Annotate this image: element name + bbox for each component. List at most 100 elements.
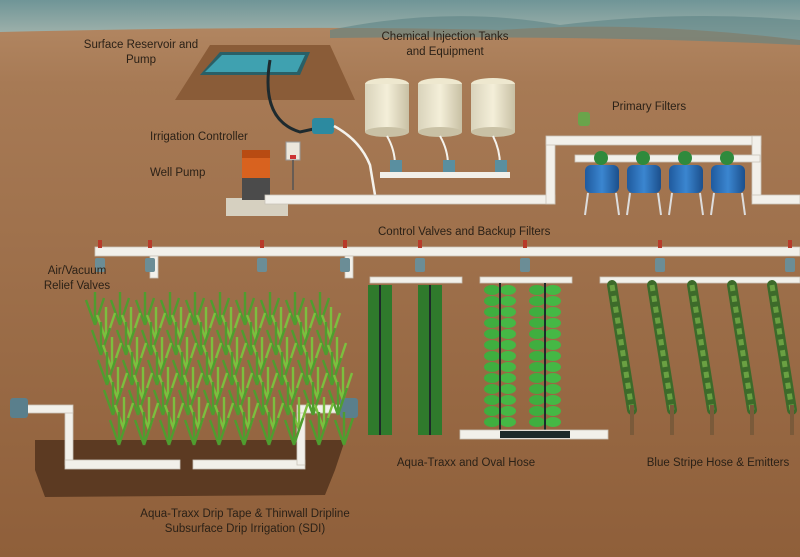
corn-plant [134,292,156,326]
corn-plant [183,412,205,446]
lettuce [545,373,561,383]
corn-plant [271,352,293,386]
valve-handle [98,240,102,248]
lettuce [529,340,545,350]
corn-plant [202,382,224,416]
chemical-injection-tanks [365,78,515,166]
corn-plant [152,382,174,416]
filter-body [627,165,661,193]
corn-plant [277,382,299,416]
injection-valves [380,112,590,178]
lettuce [545,340,561,350]
filter-cap [636,151,650,165]
filter-cap [594,151,608,165]
lettuce [529,384,545,394]
corn-plant [302,382,324,416]
lettuce [484,395,500,405]
corn-plant [184,292,206,326]
lettuce [529,351,545,361]
label-control-valves: Control Valves and Backup Filters [378,226,551,238]
valve [415,258,425,272]
lettuce [545,395,561,405]
filter-leg [626,192,662,216]
corn-plant [115,322,137,356]
lettuce [500,340,516,350]
vine-row [647,280,677,415]
lettuce [529,373,545,383]
lettuce [500,384,516,394]
lettuce [500,417,516,427]
label-primary-filters: Primary Filters [612,101,686,113]
label-air-vacuum-2: Relief Valves [44,280,111,292]
corn-plant [227,382,249,416]
corn-plant [221,352,243,386]
filter-leg [710,192,746,216]
oval-hose-header [459,429,609,440]
vine-post [790,405,794,435]
valve [145,258,155,272]
corn-plant [96,352,118,386]
corn-plant [258,412,280,446]
lettuce [500,362,516,372]
valve-handle [788,240,792,248]
lettuce [529,285,545,295]
valve [655,258,665,272]
lettuce [500,296,516,306]
corn-plant [146,352,168,386]
lettuce [484,340,500,350]
filter-body [711,165,745,193]
corn-plant [84,292,106,326]
vine-row [727,280,757,415]
vine-post [670,405,674,435]
lettuce [500,329,516,339]
vine-post [750,405,754,435]
corn-plant [90,322,112,356]
corn-plant [265,322,287,356]
valve-handle [148,240,152,248]
lettuce [529,406,545,416]
label-oval-hose: Aqua-Traxx and Oval Hose [397,457,535,469]
lettuce [484,307,500,317]
lettuce [545,406,561,416]
valve [257,258,267,272]
lettuce [545,417,561,427]
filter-cap [720,151,734,165]
lettuce [545,285,561,295]
corn-plant [284,292,306,326]
valve-handle [343,240,347,248]
corn-plant [333,412,355,446]
lettuce [545,307,561,317]
corn-plant [283,412,305,446]
corn-plant [127,382,149,416]
lettuce [484,329,500,339]
air-vacuum-relief-valves [95,240,795,272]
corn-plant [171,352,193,386]
corn-plant [165,322,187,356]
lettuce [529,296,545,306]
label-tanks-1: Chemical Injection Tanks [382,31,509,43]
corn-plant [108,412,130,446]
corn-plant [259,292,281,326]
corn-plant [196,352,218,386]
lettuce [545,362,561,372]
corn-plant [290,322,312,356]
labels: Surface Reservoir and Pump Chemical Inje… [44,31,790,535]
corn-plant [327,382,349,416]
corn-plant [215,322,237,356]
irrigation-controller [285,124,377,196]
lettuce [484,417,500,427]
corn-plant [209,292,231,326]
corn-plant [121,352,143,386]
corn-plant [158,412,180,446]
corn-plant [190,322,212,356]
lettuce [484,296,500,306]
lettuce [484,362,500,372]
valve [95,258,105,272]
corn-plant [102,382,124,416]
corn-plant [159,292,181,326]
vine-row [767,280,797,415]
valve-handle [658,240,662,248]
label-blue-stripe: Blue Stripe Hose & Emitters [647,457,790,469]
valve [785,258,795,272]
